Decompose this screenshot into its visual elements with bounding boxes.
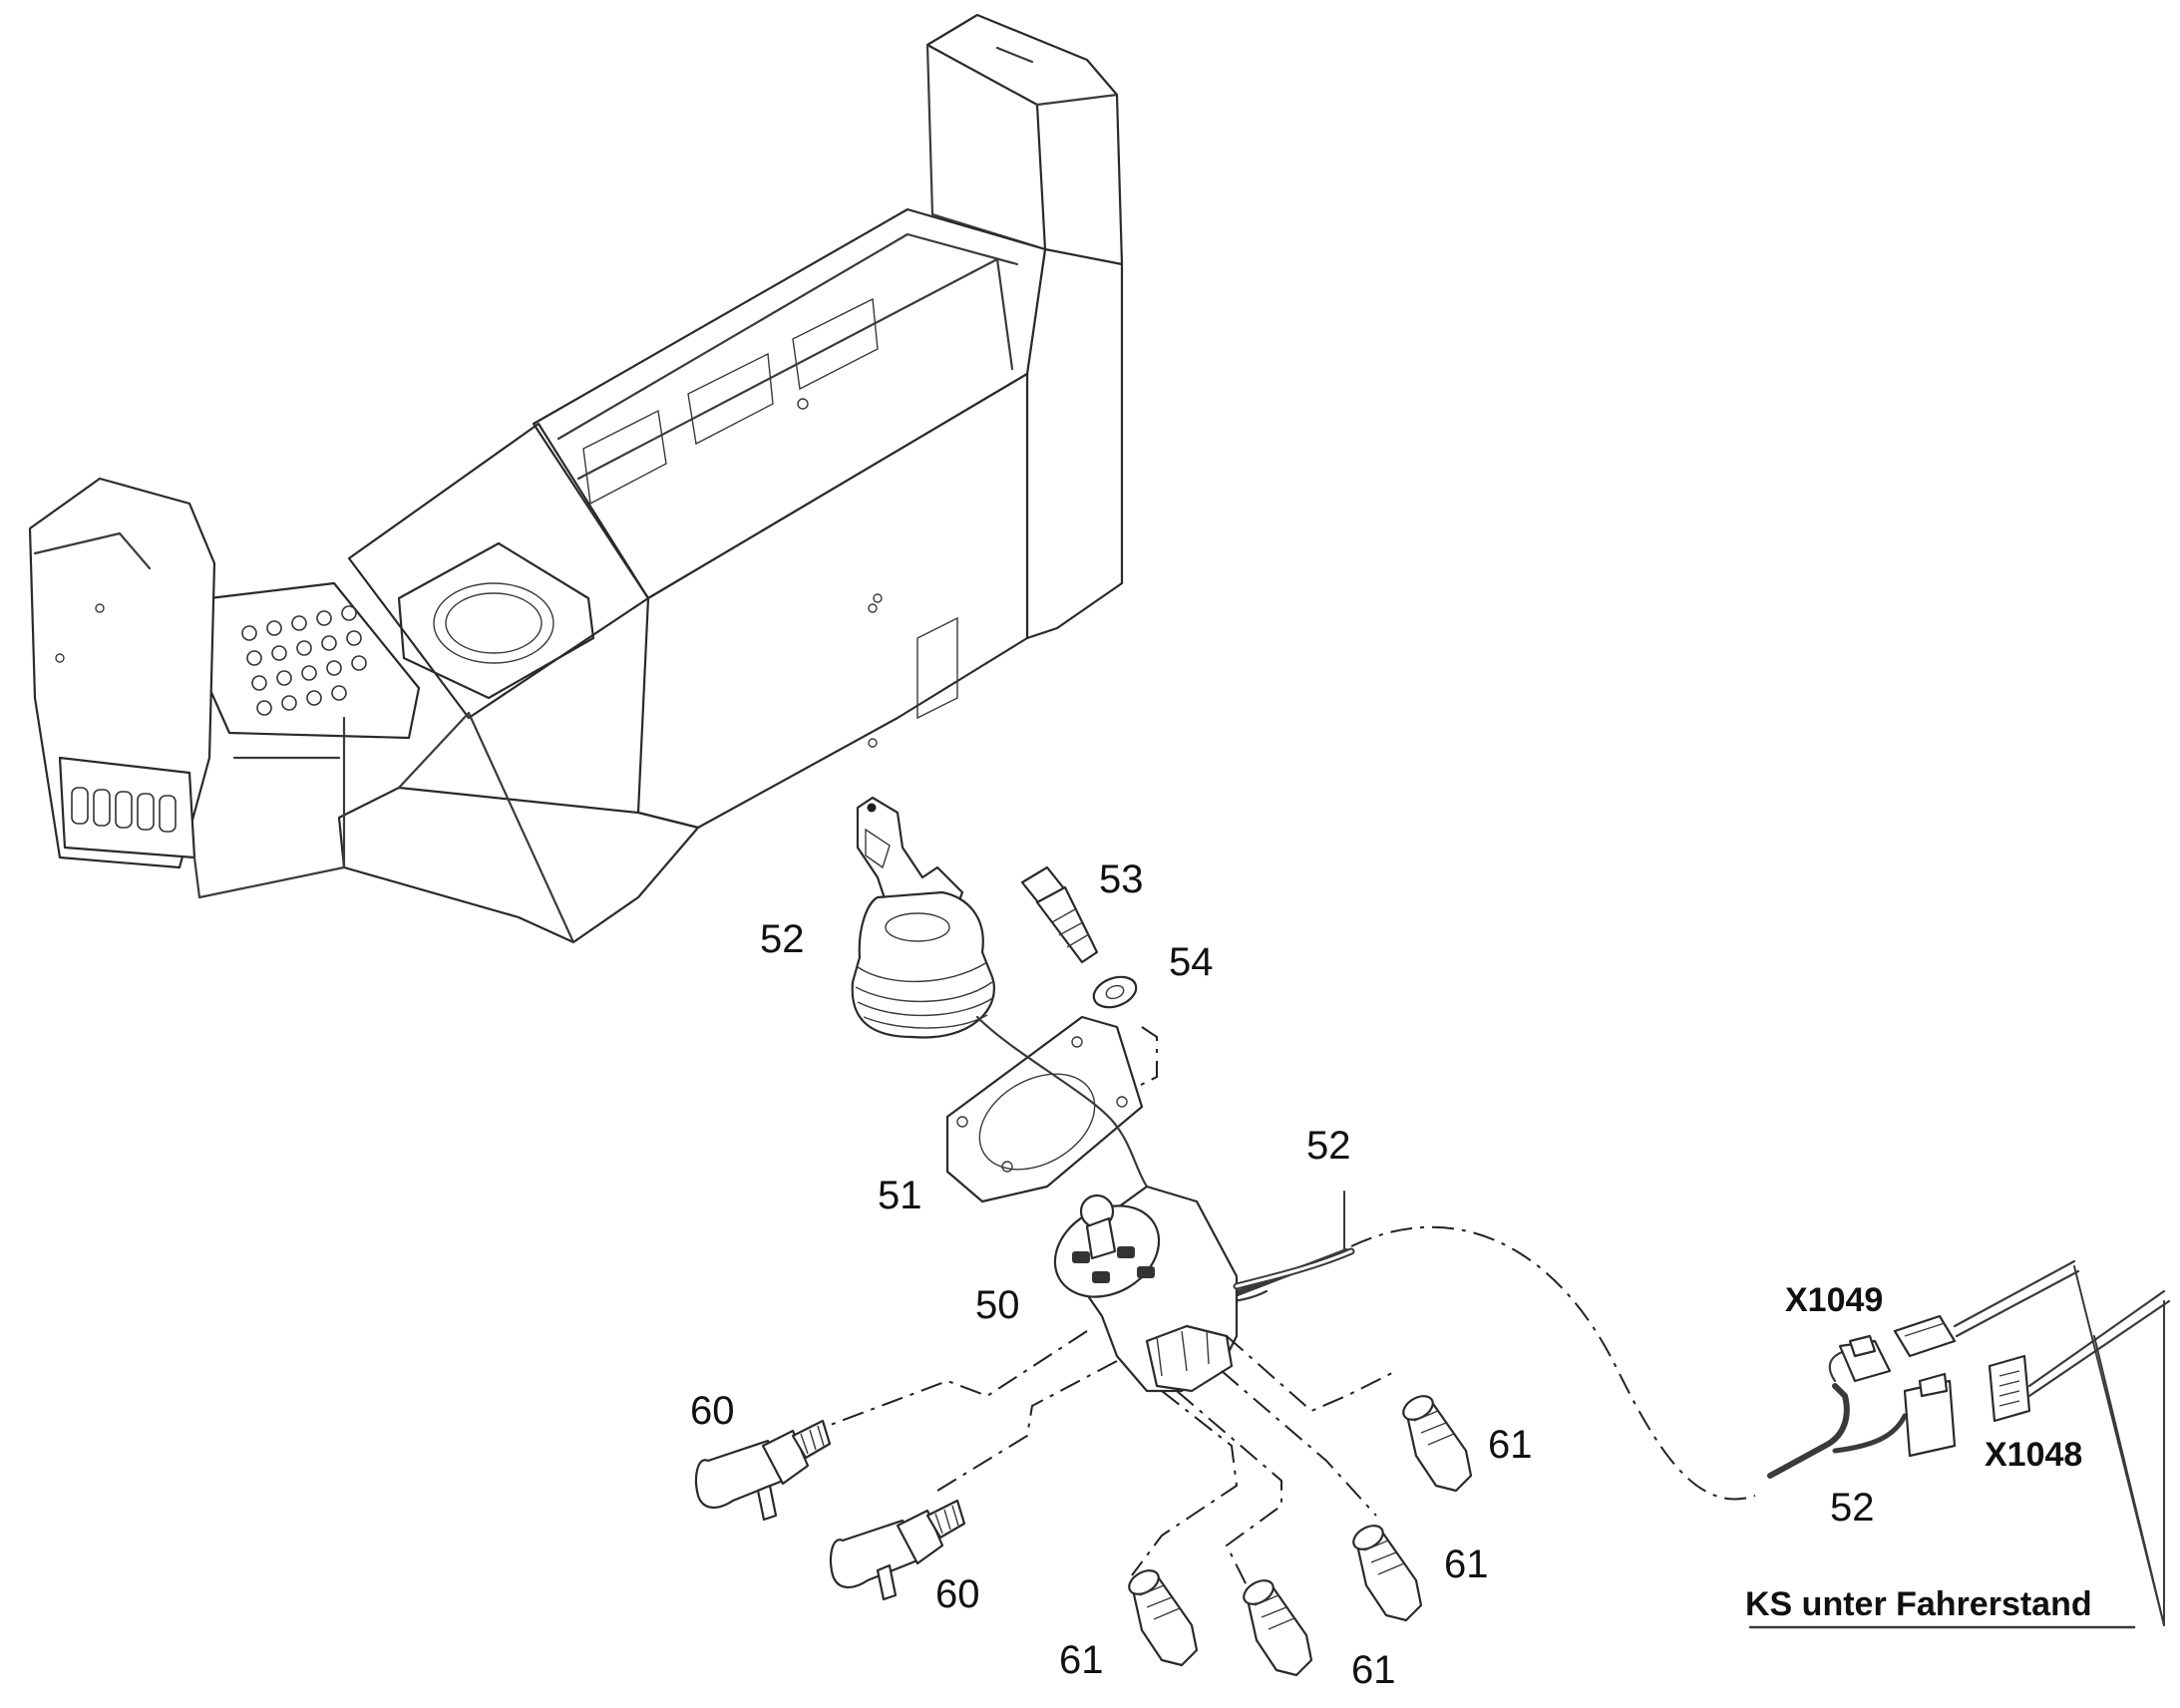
sensor-61-d — [1243, 1579, 1313, 1677]
sensor-61-a — [1402, 1395, 1473, 1493]
callout-61-c: 61 — [1059, 1638, 1104, 1682]
connector-label-x1048: X1048 — [1985, 1436, 2082, 1474]
callout-51: 51 — [878, 1174, 922, 1217]
console-housing — [28, 13, 1124, 944]
location-note: KS unter Fahrerstand — [1745, 1585, 2092, 1623]
front-switch-row — [71, 787, 177, 833]
callout-52-cable: 52 — [1306, 1124, 1351, 1168]
callout-52-harness: 52 — [1830, 1486, 1875, 1530]
screw-53 — [1020, 865, 1099, 964]
callout-54: 54 — [1169, 940, 1214, 984]
pressure-switch-60-a — [694, 1419, 832, 1522]
pressure-switch-60-b — [829, 1499, 966, 1601]
callout-61-b: 61 — [1444, 1542, 1489, 1586]
callout-60-b: 60 — [935, 1572, 980, 1616]
sensor-61-c — [1128, 1569, 1199, 1667]
button-pad — [241, 605, 367, 716]
connector-x1048-mating — [1903, 1372, 1957, 1458]
callout-60-a: 60 — [690, 1389, 735, 1433]
connector-x1048 — [1988, 1289, 2171, 1423]
connector-label-x1049: X1049 — [1785, 1281, 1883, 1319]
valve-springs — [1072, 1246, 1155, 1283]
connector-x1049 — [1893, 1259, 2080, 1358]
callout-52-boot: 52 — [760, 917, 805, 961]
callout-53: 53 — [1099, 857, 1144, 901]
connector-x1049-mating — [1838, 1334, 1892, 1383]
callout-50: 50 — [975, 1283, 1020, 1327]
mounting-plate-51 — [945, 1015, 1144, 1203]
joystick-grip — [851, 796, 995, 1039]
callout-61-d: 61 — [1351, 1648, 1396, 1692]
sensor-61-b — [1352, 1525, 1423, 1622]
pilot-valve-50 — [1053, 1185, 1239, 1393]
callout-61-a: 61 — [1488, 1423, 1533, 1467]
washer-54 — [1092, 975, 1138, 1009]
